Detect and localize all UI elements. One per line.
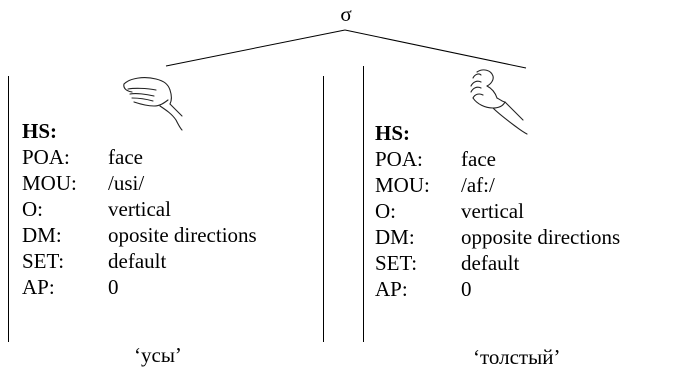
feature-value: default <box>461 251 520 275</box>
feature-row-hs: HS: <box>375 120 620 146</box>
feature-value: face <box>461 147 496 171</box>
feature-value: face <box>108 145 143 169</box>
feature-key: POA: <box>22 145 70 169</box>
branch-right <box>344 29 527 69</box>
feature-row-mou: MOU: /af:/ <box>375 172 620 198</box>
column-rule-right <box>323 76 324 342</box>
feature-row-mou: MOU: /usi/ <box>22 170 257 196</box>
gloss-left: ‘усы’ <box>134 343 182 367</box>
feature-value: vertical <box>108 197 171 221</box>
feature-value: /usi/ <box>108 171 145 195</box>
feature-value: /af:/ <box>461 173 495 197</box>
feature-row-o: O: vertical <box>375 198 620 224</box>
feature-value: opposite directions <box>461 225 621 249</box>
feature-key: O: <box>22 197 43 221</box>
feature-row-dm: DM: oposite directions <box>22 222 257 248</box>
feature-key: AP: <box>22 275 55 299</box>
feature-value: 0 <box>461 277 472 301</box>
branch-left <box>165 29 346 67</box>
feature-list: HS: POA: face MOU: /af:/ O: vertical DM:… <box>375 120 620 302</box>
feature-row-ap: AP: 0 <box>22 274 257 300</box>
feature-value: 0 <box>108 275 119 299</box>
feature-key: SET: <box>375 251 418 275</box>
gloss-right: ‘толстый’ <box>473 345 561 369</box>
column-rule-left <box>363 66 364 342</box>
sign-column-right: HS: POA: face MOU: /af:/ O: vertical DM:… <box>361 66 681 342</box>
feature-key: SET: <box>22 249 65 273</box>
feature-key: MOU: <box>375 173 430 197</box>
column-rule-left <box>8 76 9 342</box>
hand-shape-icon <box>123 77 183 131</box>
feature-value: default <box>108 249 167 273</box>
feature-key: MOU: <box>22 171 77 195</box>
feature-key: HS: <box>22 119 58 143</box>
hand-shape-icon <box>470 69 528 135</box>
feature-value: oposite directions <box>108 223 257 247</box>
feature-value: vertical <box>461 199 524 223</box>
feature-key: O: <box>375 199 396 223</box>
feature-row-set: SET: default <box>22 248 257 274</box>
feature-row-hs: HS: <box>22 118 257 144</box>
feature-key: AP: <box>375 277 408 301</box>
feature-list: HS: POA: face MOU: /usi/ O: vertical DM:… <box>22 118 257 300</box>
feature-row-poa: POA: face <box>375 146 620 172</box>
feature-key: DM: <box>375 225 415 249</box>
feature-row-set: SET: default <box>375 250 620 276</box>
feature-row-ap: AP: 0 <box>375 276 620 302</box>
feature-row-dm: DM: opposite directions <box>375 224 620 250</box>
feature-key: DM: <box>22 223 62 247</box>
feature-key: HS: <box>375 121 411 145</box>
root-node-label: σ <box>340 2 352 26</box>
feature-row-poa: POA: face <box>22 144 257 170</box>
sign-column-left: HS: POA: face MOU: /usi/ O: vertical DM:… <box>8 66 328 342</box>
feature-key: POA: <box>375 147 423 171</box>
feature-row-o: O: vertical <box>22 196 257 222</box>
